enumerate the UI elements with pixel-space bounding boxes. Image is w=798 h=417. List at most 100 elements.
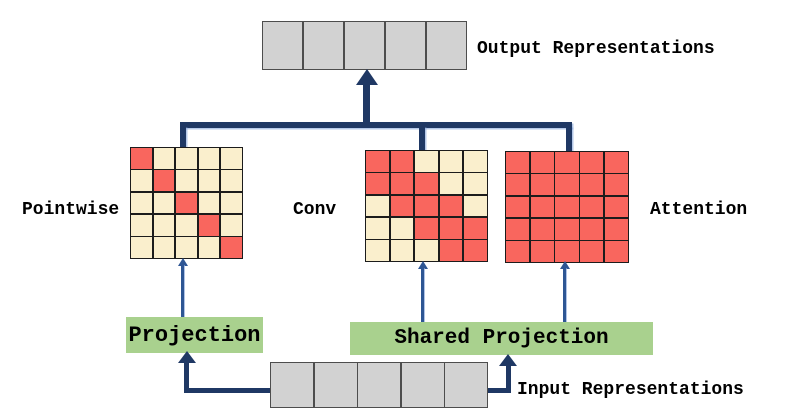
matrix-cell xyxy=(131,192,152,214)
matrix-cell xyxy=(390,240,414,261)
output-arrow-shaft xyxy=(363,83,370,128)
conv-matrix xyxy=(365,150,488,262)
matrix-cell xyxy=(176,170,197,192)
attention-connector-line xyxy=(563,268,566,322)
attention-connector-arrowhead-icon xyxy=(560,261,570,269)
token-cell xyxy=(314,363,357,407)
matrix-cell xyxy=(131,148,152,169)
matrix-cell xyxy=(131,237,152,258)
input-to-shared-vertical xyxy=(506,366,511,393)
matrix-cell xyxy=(390,217,414,239)
input-to-projection-vertical xyxy=(184,363,189,393)
input-to-projection-arrowhead-icon xyxy=(178,351,196,363)
matrix-cell xyxy=(506,196,530,218)
token-cell xyxy=(385,22,426,69)
matrix-cell xyxy=(366,151,389,172)
matrix-cell xyxy=(415,240,438,261)
matrix-cell xyxy=(439,240,463,261)
branch-stub-conv xyxy=(419,126,425,152)
matrix-cell xyxy=(580,218,604,240)
matrix-cell xyxy=(604,196,628,218)
matrix-cell xyxy=(390,151,414,172)
matrix-cell xyxy=(221,237,242,258)
token-cell xyxy=(445,363,487,407)
token-cell xyxy=(401,363,444,407)
matrix-cell xyxy=(415,173,438,195)
matrix-cell xyxy=(366,217,389,239)
matrix-cell xyxy=(390,195,414,217)
matrix-cell xyxy=(580,174,604,196)
matrix-cell xyxy=(580,152,604,173)
matrix-cell xyxy=(555,152,579,173)
output-representations-strip xyxy=(262,21,467,70)
conv-connector-arrowhead-icon xyxy=(418,261,428,269)
matrix-cell xyxy=(464,151,487,172)
token-cell xyxy=(303,22,344,69)
matrix-cell xyxy=(604,152,628,173)
matrix-cell xyxy=(506,152,530,173)
matrix-cell xyxy=(555,196,579,218)
matrix-cell xyxy=(464,240,487,261)
matrix-cell xyxy=(390,173,414,195)
matrix-cell xyxy=(176,214,197,236)
input-representations-strip xyxy=(270,362,488,408)
output-representations-label: Output Representations xyxy=(477,39,715,59)
matrix-cell xyxy=(439,173,463,195)
matrix-cell xyxy=(506,174,530,196)
matrix-cell xyxy=(530,218,554,240)
attention-matrix xyxy=(505,151,629,263)
matrix-cell xyxy=(555,174,579,196)
matrix-cell xyxy=(580,196,604,218)
pointwise-connector-arrowhead-icon xyxy=(178,258,188,266)
matrix-cell xyxy=(221,148,242,169)
attention-label: Attention xyxy=(650,200,748,220)
input-to-shared-arrowhead-icon xyxy=(499,354,517,366)
token-cell xyxy=(263,22,303,69)
branch-stub-pointwise xyxy=(180,126,186,149)
input-to-projection-horizontal xyxy=(184,388,270,393)
matrix-cell xyxy=(131,214,152,236)
matrix-cell xyxy=(604,241,628,262)
matrix-cell xyxy=(580,241,604,262)
matrix-cell xyxy=(221,214,242,236)
matrix-cell xyxy=(415,151,438,172)
matrix-cell xyxy=(366,195,389,217)
branch-stub-attention xyxy=(566,126,572,153)
matrix-cell xyxy=(153,192,175,214)
matrix-cell xyxy=(555,218,579,240)
matrix-cell xyxy=(506,241,530,262)
matrix-cell xyxy=(415,217,438,239)
matrix-cell xyxy=(530,196,554,218)
matrix-cell xyxy=(604,174,628,196)
token-cell xyxy=(358,363,400,407)
input-to-shared-horizontal xyxy=(488,388,511,393)
matrix-cell xyxy=(198,148,220,169)
token-cell xyxy=(271,363,313,407)
projection-label: Projection xyxy=(128,322,261,348)
conv-connector-line xyxy=(421,268,424,322)
input-representations-label: Input Representations xyxy=(517,380,744,400)
matrix-cell xyxy=(530,152,554,173)
matrix-cell xyxy=(530,241,554,262)
matrix-cell xyxy=(366,240,389,261)
output-arrowhead-icon xyxy=(356,69,378,85)
token-cell xyxy=(426,22,467,69)
token-cell xyxy=(344,22,385,69)
matrix-cell xyxy=(415,195,438,217)
matrix-cell xyxy=(555,241,579,262)
shared-projection-box: Shared Projection xyxy=(350,322,653,355)
matrix-cell xyxy=(153,148,175,169)
matrix-cell xyxy=(153,170,175,192)
projection-box: Projection xyxy=(126,317,263,353)
matrix-cell xyxy=(464,173,487,195)
pointwise-matrix xyxy=(130,147,243,259)
matrix-cell xyxy=(506,218,530,240)
pointwise-connector-line xyxy=(181,265,184,317)
conv-label: Conv xyxy=(293,200,337,220)
matrix-cell xyxy=(198,192,220,214)
matrix-cell xyxy=(198,237,220,258)
shared-projection-label: Shared Projection xyxy=(394,327,609,350)
matrix-cell xyxy=(198,170,220,192)
matrix-cell xyxy=(176,192,197,214)
